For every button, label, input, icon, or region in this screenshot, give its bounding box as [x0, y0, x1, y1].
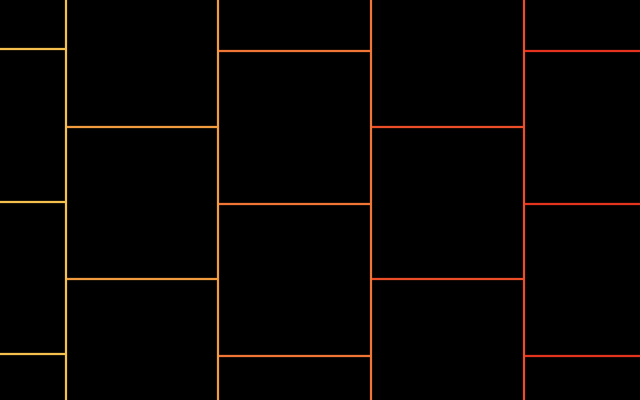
brick-grid-pattern	[0, 0, 640, 400]
wallpaper-canvas	[0, 0, 640, 400]
